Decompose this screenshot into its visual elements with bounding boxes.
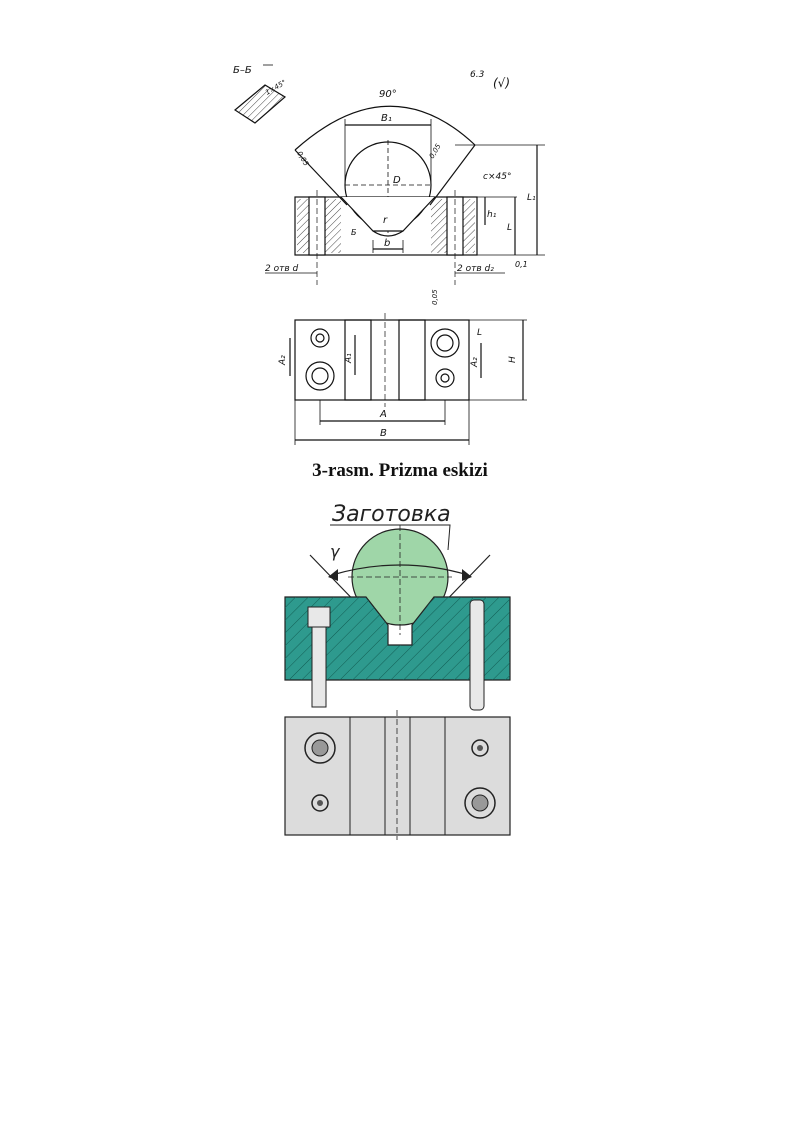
dim-l1: L₁: [527, 193, 536, 203]
dim-h1: h₁: [487, 210, 497, 220]
holes-right-label: 2 отв d₂: [457, 264, 494, 274]
section-detail: [233, 84, 287, 124]
dim-b1: B₁: [381, 113, 392, 124]
dim-b: b: [384, 238, 390, 249]
prism-illustration: Заготовка γ: [284, 502, 511, 840]
bolt-shank: [311, 626, 327, 708]
figure-caption: 3-rasm. Prizma eskizi: [312, 460, 488, 481]
surface-right: 0,05: [428, 142, 443, 160]
bolt-head: [307, 606, 331, 628]
dim-l: L: [507, 223, 512, 233]
dim-r: r: [383, 215, 388, 226]
angle-symbol: γ: [330, 542, 341, 561]
plan-a2-left: A₂: [278, 355, 288, 366]
surface-left: 0,05: [295, 150, 310, 168]
holes-left-label: 2 отв d: [265, 264, 299, 274]
section-label: Б–Б: [233, 65, 252, 76]
angle-arrow: [331, 564, 469, 576]
dim-d: D: [393, 175, 401, 186]
tolerance-label: 0,1: [515, 260, 528, 269]
roughness-value: 6.3: [470, 70, 485, 80]
plan-a2-right: A₂: [470, 357, 480, 368]
plan-a: A: [379, 409, 387, 420]
plan-l: L: [477, 328, 482, 338]
plan-a1: A₁: [344, 353, 354, 364]
plan-h: H: [508, 356, 518, 363]
surface-bottom: 0,05: [431, 289, 439, 305]
locating-pin: [469, 599, 485, 711]
chamfer-c: c×45°: [483, 172, 511, 182]
workpiece-label: Заготовка: [332, 502, 451, 527]
angle-90: 90°: [379, 89, 397, 100]
prism-technical-drawing: Б–Б 6.3 (√) 1×45° 90° B₁ D r b c×45° h₁ …: [233, 64, 545, 445]
section-mark: Б: [351, 228, 357, 237]
plan-b: B: [380, 428, 387, 439]
prism-body-plan: [294, 319, 470, 401]
roughness-symbol: (√): [493, 76, 510, 90]
angle-arc: [294, 105, 476, 151]
